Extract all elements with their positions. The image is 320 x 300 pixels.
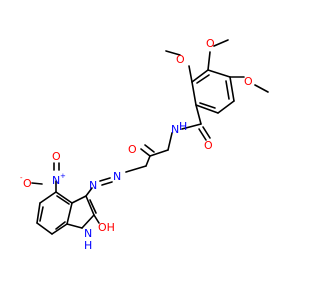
methoxy-groups (165, 39, 269, 93)
hydrogen-amide-label: H (179, 120, 187, 133)
nitro-negative-charge: - (20, 174, 23, 182)
oxygen-methoxy-right-label: O (244, 75, 253, 88)
nitrogen-indole-label: N (84, 227, 92, 240)
nitrogen-amide-label: N (171, 123, 179, 136)
indole-core (36, 191, 100, 235)
molecule-structure: O O O N H O O N N N + O - O N H OH (20, 37, 269, 252)
nitro-positive-charge: + (60, 172, 66, 180)
nitrogen-azo-2-label: N (89, 179, 97, 192)
nitrogen-azo-1-label: N (113, 170, 121, 183)
oxygen-nitro-label: O (52, 150, 61, 163)
oxygen-methoxy-left-label: O (176, 53, 185, 66)
azo-linkage (85, 177, 113, 197)
hydroxy-label: OH (98, 221, 115, 234)
oxygen-amide-label: O (204, 139, 213, 152)
nitrogen-nitro-label: N (52, 174, 60, 187)
hydrogen-indole-label: H (84, 239, 92, 252)
trimethoxyphenyl-ring (191, 69, 235, 114)
glycyl-chain (125, 144, 169, 173)
nitro-group (31, 162, 60, 193)
oxygen-nitro-minus-label: O (23, 177, 32, 190)
amide-group (167, 104, 211, 151)
oxygen-acyl-label: O (128, 143, 137, 156)
oxygen-methoxy-top-label: O (206, 37, 215, 50)
